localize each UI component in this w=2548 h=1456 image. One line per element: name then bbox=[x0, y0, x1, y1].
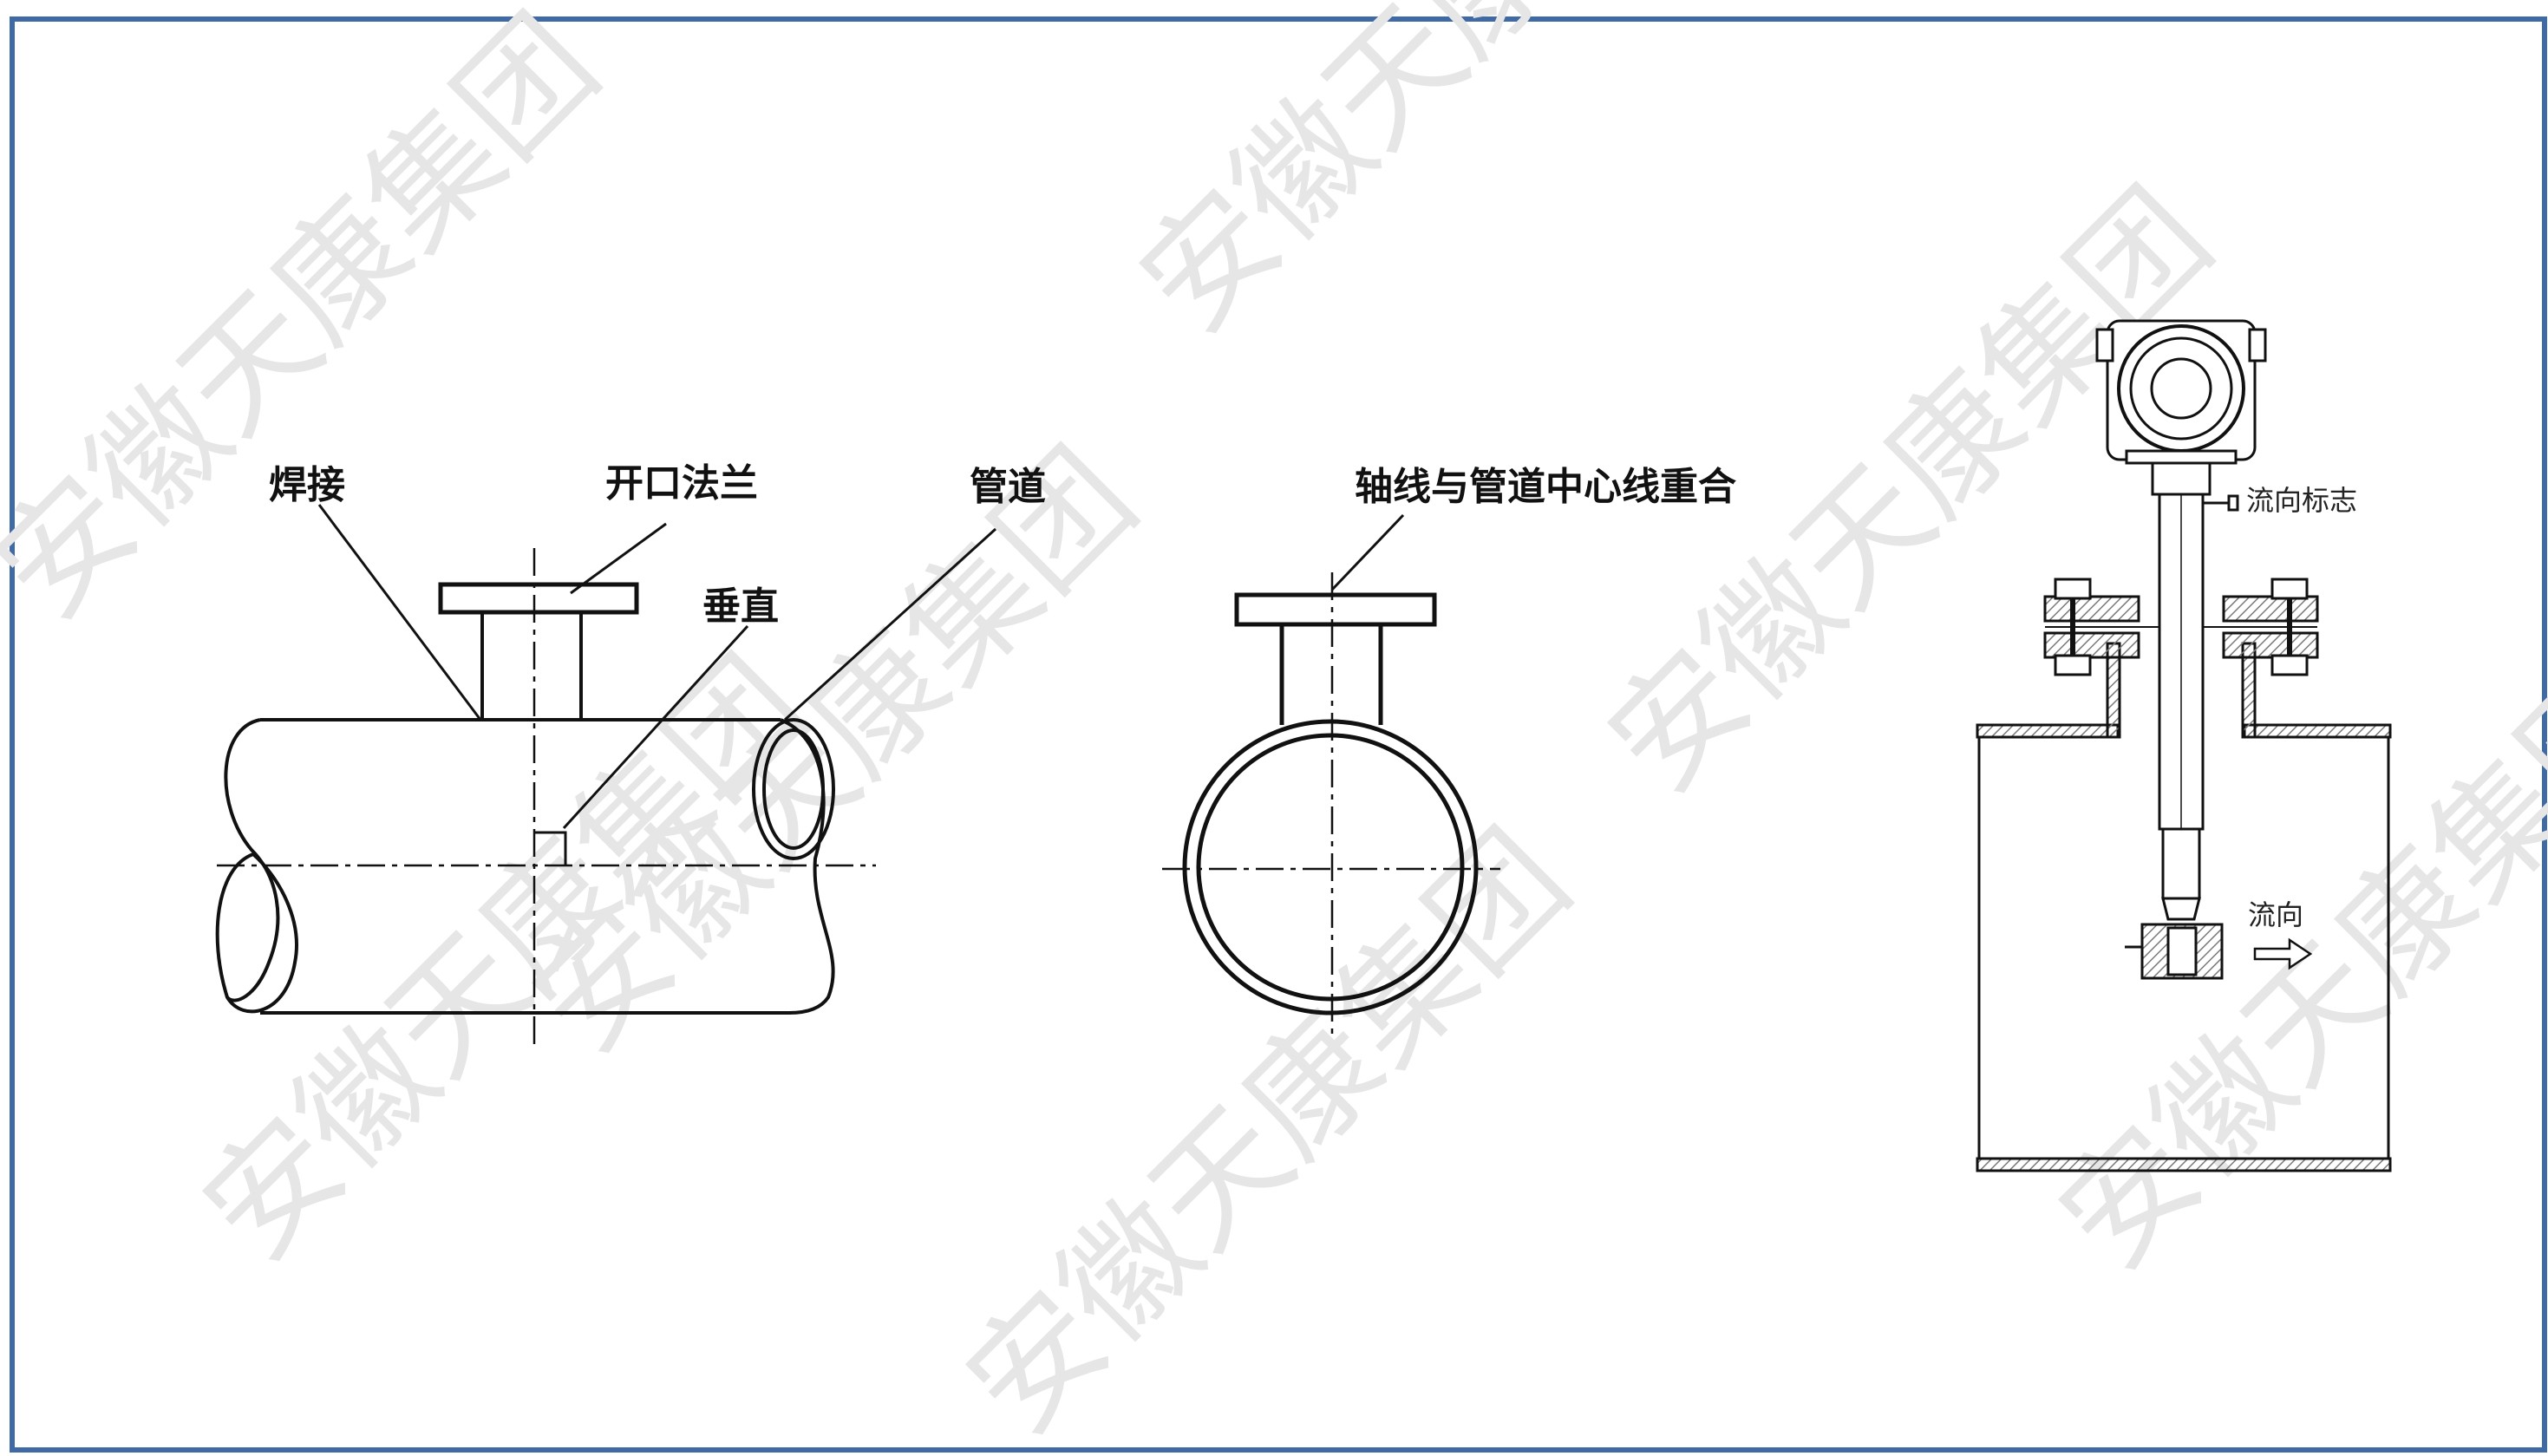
flange-upper-left bbox=[2043, 595, 2140, 623]
vessel-bottom-wall bbox=[1976, 1157, 2392, 1172]
meter-install-view bbox=[1976, 319, 2392, 1172]
transmitter-left-cap bbox=[2095, 328, 2114, 362]
leader-flange bbox=[570, 522, 667, 595]
vessel-top-wall-left bbox=[1976, 723, 2120, 739]
label-pipe: 管道 bbox=[970, 465, 1046, 509]
bolt-right-top bbox=[2270, 578, 2309, 600]
perpendicular-mark bbox=[534, 831, 567, 865]
transmitter-neck bbox=[2151, 458, 2212, 496]
label-open-flange: 开口法兰 bbox=[605, 461, 758, 506]
pipe-section-outer bbox=[1182, 719, 1479, 1015]
vessel-top-wall-right bbox=[2243, 723, 2392, 739]
bolt-right-bottom bbox=[2270, 654, 2309, 676]
outer-frame bbox=[10, 16, 2547, 1453]
probe-lower-stem bbox=[2161, 827, 2201, 900]
leader-pipe bbox=[783, 527, 997, 721]
flow-mark-knob bbox=[2227, 494, 2239, 512]
label-weld: 焊接 bbox=[269, 463, 345, 507]
pipe-left-break bbox=[224, 718, 280, 1002]
transmitter-dial-inner bbox=[2150, 357, 2212, 420]
bolt-left-bottom bbox=[2054, 654, 2092, 676]
transmitter-dial-ring bbox=[2129, 336, 2233, 441]
leader-perpendicular bbox=[562, 624, 749, 830]
transmitter-right-cap bbox=[2248, 328, 2267, 362]
pipe-left-break-inner bbox=[215, 852, 298, 1014]
pipe-section-inner bbox=[1196, 733, 1465, 1002]
label-perpendicular: 垂直 bbox=[702, 584, 779, 629]
probe-taper bbox=[2161, 897, 2201, 921]
transmitter-dial-outer bbox=[2117, 324, 2245, 453]
transmitter-bottom-band bbox=[2125, 449, 2238, 465]
pipe-right-curve bbox=[780, 718, 835, 1015]
flange-lower-right bbox=[2222, 631, 2319, 659]
bolt-left-top bbox=[2054, 578, 2092, 600]
label-flow-direction: 流向 bbox=[2248, 898, 2303, 931]
pipe-right-end bbox=[752, 718, 835, 860]
pipe-section-view bbox=[1162, 513, 1500, 1041]
leader-weld bbox=[317, 504, 482, 721]
label-flow-mark: 流向标志 bbox=[2246, 484, 2357, 517]
flange-lower-left bbox=[2043, 631, 2140, 659]
flange-upper-right bbox=[2222, 595, 2319, 623]
pipe-side-view bbox=[215, 504, 997, 1045]
flow-direction-arrow bbox=[2253, 937, 2313, 970]
section-flange bbox=[1234, 592, 1437, 627]
leader-axis bbox=[1330, 513, 1405, 591]
open-flange bbox=[438, 582, 639, 615]
sensor-head-core bbox=[2166, 926, 2198, 976]
label-axis-coincide: 轴线与管道中心线重合 bbox=[1355, 465, 1736, 509]
